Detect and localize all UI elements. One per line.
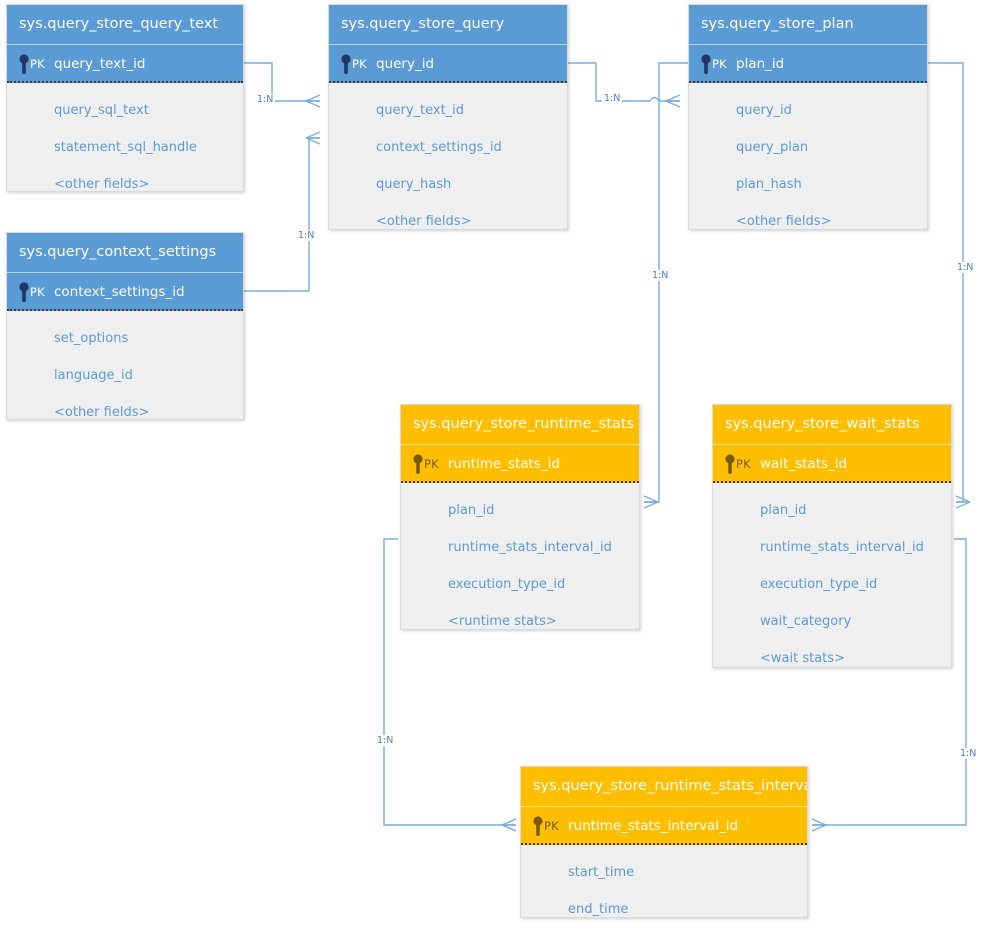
link-plan-to-runtime-stats <box>644 62 688 503</box>
entity-title: sys.query_context_settings <box>7 233 243 272</box>
key-icon <box>341 54 351 74</box>
pk-badge: PK <box>544 819 559 833</box>
key-icon <box>19 282 29 302</box>
field-row: end_time <box>568 902 629 917</box>
entity-query-store-wait-stats[interactable]: sys.query_store_wait_stats PK wait_stats… <box>712 404 952 668</box>
link-hop-bridge <box>649 96 660 102</box>
entity-query-context-settings[interactable]: sys.query_context_settings PK context_se… <box>6 232 244 420</box>
entity-query-store-plan[interactable]: sys.query_store_plan PK plan_id query_id… <box>688 4 928 230</box>
primary-key-row[interactable]: PK wait_stats_id <box>713 444 951 483</box>
entity-fields: query_sql_text statement_sql_handle <oth… <box>7 83 243 213</box>
field-row: plan_id <box>760 503 807 518</box>
field-row: language_id <box>54 368 133 383</box>
entity-title: sys.query_store_runtime_stats_interval <box>521 767 807 806</box>
entity-title: sys.query_store_query_text <box>7 5 243 44</box>
key-icon <box>701 54 711 74</box>
pk-field-name: plan_id <box>736 56 785 72</box>
crowsfoot-interval-right <box>811 818 827 832</box>
cardinality-label-r6: 1:N <box>375 735 396 746</box>
field-row: <other fields> <box>376 214 472 229</box>
key-icon <box>19 54 29 74</box>
link-context-settings-to-query <box>244 137 320 292</box>
field-row: query_plan <box>736 140 809 155</box>
field-row: query_text_id <box>376 103 465 118</box>
entity-title: sys.query_store_query <box>329 5 567 44</box>
entity-fields: start_time end_time <box>521 845 807 933</box>
crowsfoot-wait-plan-id <box>955 495 971 509</box>
field-row: runtime_stats_interval_id <box>448 540 612 555</box>
key-icon <box>413 454 423 474</box>
field-row: <wait stats> <box>760 651 845 666</box>
entity-title: sys.query_store_plan <box>689 5 927 44</box>
field-row: plan_id <box>448 503 495 518</box>
field-row: <other fields> <box>54 405 150 420</box>
pk-badge: PK <box>424 457 439 471</box>
cardinality-label-r7: 1:N <box>958 748 979 759</box>
entity-query-store-runtime-stats-interval[interactable]: sys.query_store_runtime_stats_interval P… <box>520 766 808 918</box>
field-row: wait_category <box>760 614 852 629</box>
field-row: context_settings_id <box>376 140 502 155</box>
pk-badge: PK <box>352 57 367 71</box>
pk-badge: PK <box>30 285 45 299</box>
field-row: runtime_stats_interval_id <box>760 540 924 555</box>
pk-field-name: runtime_stats_id <box>448 456 560 472</box>
field-row: execution_type_id <box>448 577 566 592</box>
field-row: start_time <box>568 865 635 880</box>
pk-badge: PK <box>30 57 45 71</box>
entity-title: sys.query_store_wait_stats <box>713 405 951 444</box>
pk-field-name: query_text_id <box>54 56 146 72</box>
pk-field-name: context_settings_id <box>54 284 185 300</box>
crowsfoot-plan-query-id <box>665 94 681 108</box>
primary-key-row[interactable]: PK runtime_stats_interval_id <box>521 806 807 845</box>
primary-key-row[interactable]: PK query_id <box>329 44 567 83</box>
entity-fields: plan_id runtime_stats_interval_id execut… <box>401 483 639 650</box>
pk-badge: PK <box>712 57 727 71</box>
field-row: statement_sql_handle <box>54 140 197 155</box>
crowsfoot-interval-left <box>501 818 517 832</box>
field-row: <other fields> <box>54 177 150 192</box>
field-row: set_options <box>54 331 129 346</box>
entity-fields: plan_id runtime_stats_interval_id execut… <box>713 483 951 687</box>
entity-query-store-query-text[interactable]: sys.query_store_query_text PK query_text… <box>6 4 244 192</box>
primary-key-row[interactable]: PK runtime_stats_id <box>401 444 639 483</box>
entity-title: sys.query_store_runtime_stats <box>401 405 639 444</box>
entity-fields: set_options language_id <other fields> <box>7 311 243 441</box>
field-row: <other fields> <box>736 214 832 229</box>
entity-query-store-runtime-stats[interactable]: sys.query_store_runtime_stats PK runtime… <box>400 404 640 630</box>
pk-badge: PK <box>736 457 751 471</box>
field-row: query_sql_text <box>54 103 149 118</box>
entity-query-store-query[interactable]: sys.query_store_query PK query_id query_… <box>328 4 568 230</box>
pk-field-name: runtime_stats_interval_id <box>568 818 739 834</box>
cardinality-label-r2: 1:N <box>296 230 317 241</box>
key-icon <box>725 454 735 474</box>
cardinality-label-r3: 1:N <box>602 93 623 104</box>
key-icon <box>533 816 543 836</box>
cardinality-label-r1: 1:N <box>255 94 276 105</box>
field-row: execution_type_id <box>760 577 878 592</box>
field-row: <runtime stats> <box>448 614 557 629</box>
primary-key-row[interactable]: PK plan_id <box>689 44 927 83</box>
field-row: plan_hash <box>736 177 802 192</box>
field-row: query_id <box>736 103 792 118</box>
field-row: query_hash <box>376 177 452 192</box>
primary-key-row[interactable]: PK query_text_id <box>7 44 243 83</box>
entity-fields: query_id query_plan plan_hash <other fie… <box>689 83 927 250</box>
pk-field-name: query_id <box>376 56 435 72</box>
entity-fields: query_text_id context_settings_id query_… <box>329 83 567 250</box>
crowsfoot-context-settings-id <box>305 131 321 145</box>
cardinality-label-r5: 1:N <box>955 262 976 273</box>
crowsfoot-runtime-plan-id <box>643 495 659 509</box>
crowsfoot-query-text-id <box>305 94 321 108</box>
primary-key-row[interactable]: PK context_settings_id <box>7 272 243 311</box>
cardinality-label-r4: 1:N <box>650 270 671 281</box>
pk-field-name: wait_stats_id <box>760 456 848 472</box>
